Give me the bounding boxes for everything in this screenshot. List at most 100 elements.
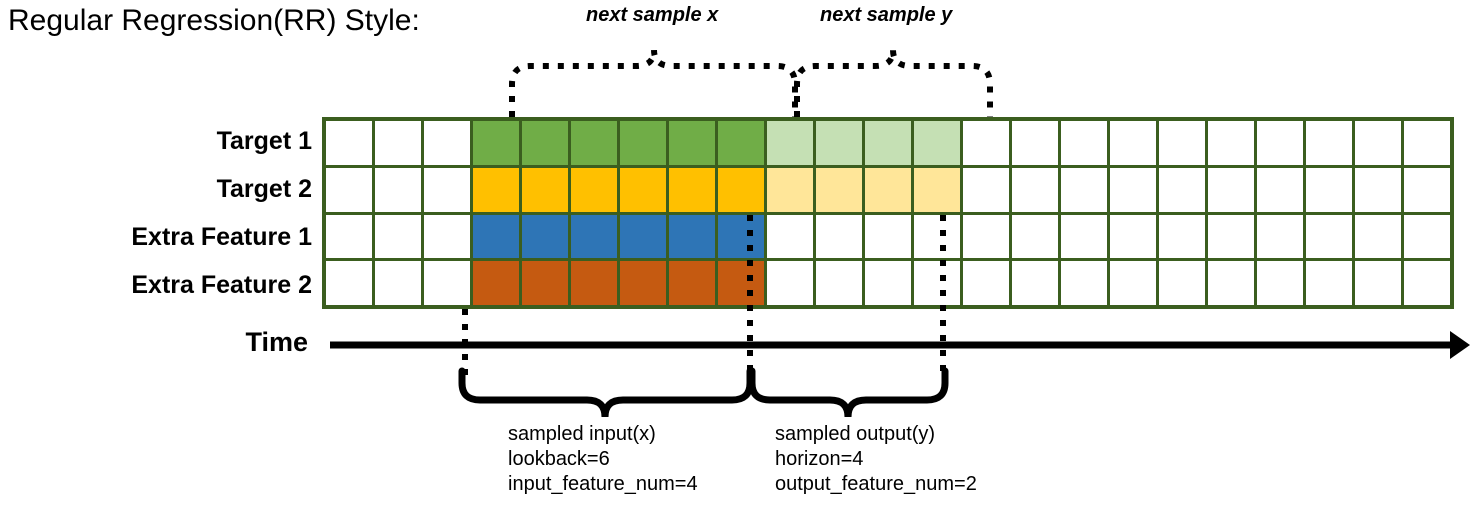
grid-cell — [963, 214, 1009, 259]
grid-cell — [1355, 214, 1401, 259]
grid-cell — [1159, 214, 1205, 259]
grid-cell — [424, 121, 470, 165]
row-label-target-1: Target 1 — [216, 127, 312, 155]
grid-cell — [522, 214, 568, 259]
grid-cell — [816, 167, 862, 212]
timeseries-grid — [322, 117, 1454, 309]
grid-cell — [865, 167, 911, 212]
grid-row-target-2 — [326, 167, 1450, 212]
grid-cell — [424, 167, 470, 212]
grid-cell — [326, 261, 372, 305]
grid-cell — [375, 167, 421, 212]
grid-cell — [718, 261, 764, 305]
grid-cell — [669, 121, 715, 165]
grid-cell — [1061, 261, 1107, 305]
caption-next-sample-x: next sample x — [586, 4, 719, 26]
grid-cell — [1208, 214, 1254, 259]
grid-cell — [424, 214, 470, 259]
grid-cell — [522, 261, 568, 305]
grid-cell — [914, 167, 960, 212]
grid-cell — [522, 167, 568, 212]
grid-cell — [816, 214, 862, 259]
row-label-target-2: Target 2 — [216, 175, 312, 203]
grid-cell — [865, 121, 911, 165]
axis-label-time: Time — [245, 327, 308, 357]
grid-cell — [473, 167, 519, 212]
row-label-extra-feature-1: Extra Feature 1 — [131, 223, 312, 251]
time-axis — [330, 331, 1470, 359]
grid-cell — [620, 261, 666, 305]
top-brace-next-sample-y — [794, 49, 993, 117]
grid-cell — [1159, 261, 1205, 305]
grid-cell — [1404, 214, 1450, 259]
grid-cell — [1159, 167, 1205, 212]
grid-cell — [522, 121, 568, 165]
annotation-input-line-1: sampled input(x) — [508, 423, 656, 445]
annotation-sampled-output: sampled output(y) horizon=4 output_featu… — [775, 422, 977, 497]
grid-cell — [963, 121, 1009, 165]
grid-cell — [767, 167, 813, 212]
grid-cell — [571, 214, 617, 259]
grid-cell — [767, 214, 813, 259]
annotation-output-line-2: horizon=4 — [775, 448, 864, 470]
grid-cell — [620, 214, 666, 259]
grid-cell — [1355, 121, 1401, 165]
grid-cell — [767, 121, 813, 165]
grid-cell — [718, 121, 764, 165]
grid-cell — [473, 121, 519, 165]
grid-cell — [1012, 167, 1058, 212]
grid-cell — [571, 167, 617, 212]
row-label-target-2-wrap: Target 2 — [0, 165, 322, 213]
row-label-target-1-wrap: Target 1 — [0, 117, 322, 165]
grid-cell — [718, 167, 764, 212]
grid-cell — [1208, 167, 1254, 212]
grid-cell — [914, 261, 960, 305]
grid-cell — [1257, 214, 1303, 259]
grid-cell — [865, 261, 911, 305]
grid-cell — [669, 167, 715, 212]
grid-cell — [816, 121, 862, 165]
annotation-sampled-input: sampled input(x) lookback=6 input_featur… — [508, 422, 698, 497]
grid-row-target-1 — [326, 121, 1450, 165]
grid-cell — [1257, 261, 1303, 305]
grid-cell — [816, 261, 862, 305]
grid-cell — [473, 261, 519, 305]
grid-cell — [424, 261, 470, 305]
annotation-input-line-3: input_feature_num=4 — [508, 473, 698, 495]
grid-cell — [963, 261, 1009, 305]
grid-row-extra-feature-1 — [326, 214, 1450, 259]
grid-cell — [375, 121, 421, 165]
grid-cell — [1012, 121, 1058, 165]
grid-row-extra-feature-2 — [326, 261, 1450, 305]
grid-cell — [1257, 167, 1303, 212]
grid-cell — [1404, 261, 1450, 305]
annotation-input-line-2: lookback=6 — [508, 448, 610, 470]
grid-cell — [1110, 214, 1156, 259]
annotation-output-line-3: output_feature_num=2 — [775, 473, 977, 495]
row-label-extra-feature-2: Extra Feature 2 — [131, 271, 312, 299]
grid-cell — [718, 214, 764, 259]
grid-cell — [1355, 261, 1401, 305]
grid-cell — [669, 261, 715, 305]
grid-cell — [1208, 261, 1254, 305]
grid-cell — [914, 214, 960, 259]
grid-cell — [375, 261, 421, 305]
grid-cell — [1306, 167, 1352, 212]
grid-cell — [620, 167, 666, 212]
grid-cell — [1061, 167, 1107, 212]
grid-cell — [473, 214, 519, 259]
grid-cell — [1012, 261, 1058, 305]
grid-cell — [326, 167, 372, 212]
grid-cell — [1306, 214, 1352, 259]
grid-cell — [1306, 121, 1352, 165]
grid-cell — [1061, 214, 1107, 259]
bottom-brace-sampled-output — [748, 367, 949, 418]
grid-cell — [620, 121, 666, 165]
grid-cell — [963, 167, 1009, 212]
caption-next-sample-y: next sample y — [820, 4, 953, 26]
grid-cell — [1355, 167, 1401, 212]
grid-cell — [767, 261, 813, 305]
grid-cell — [571, 261, 617, 305]
row-label-extra-feature-1-wrap: Extra Feature 1 — [0, 213, 322, 261]
